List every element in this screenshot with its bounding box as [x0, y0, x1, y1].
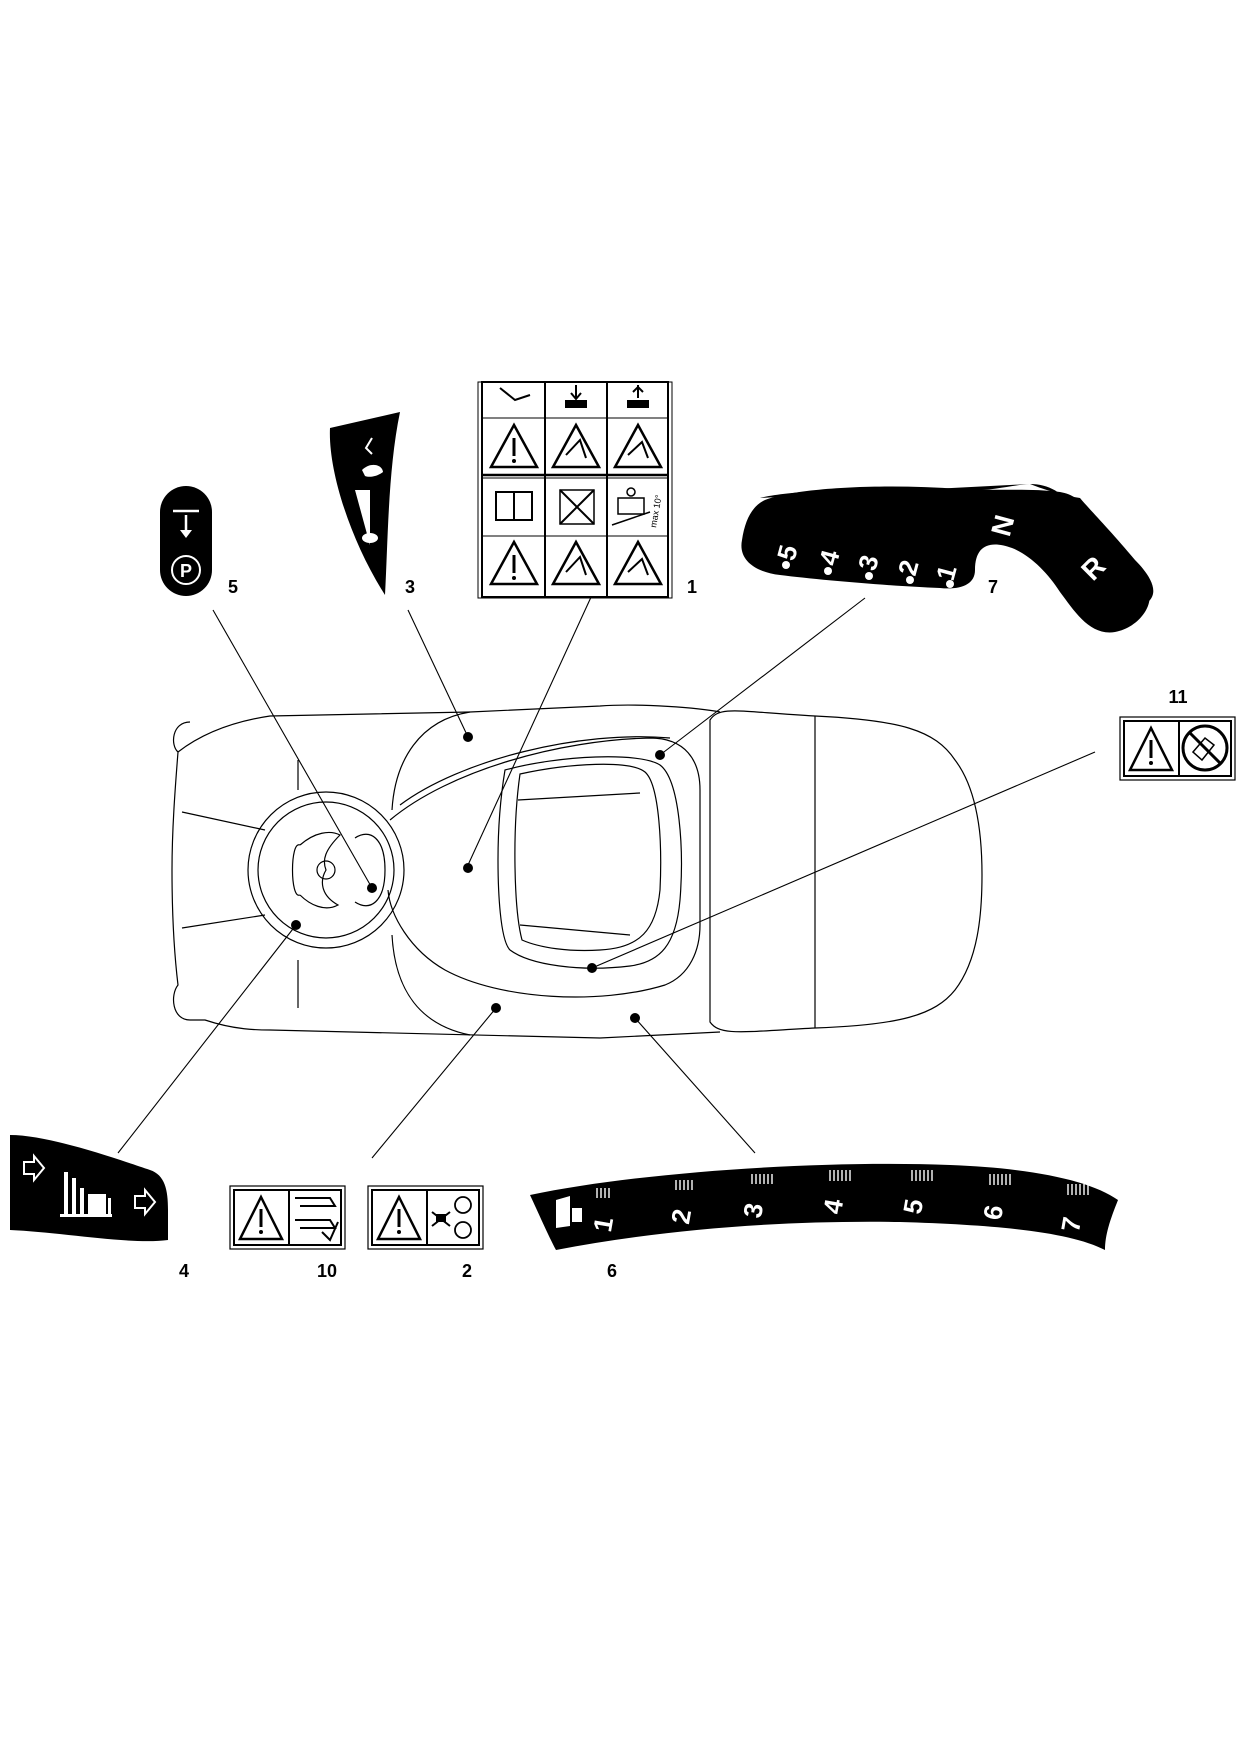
- callout-7: 7: [988, 577, 998, 597]
- decal-10-warning: [229, 1185, 346, 1250]
- decal-7-gear-selector: 5 4 3 2 1 N R: [741, 484, 1154, 633]
- callout-11: 11: [1168, 687, 1187, 707]
- callout-3: 3: [405, 577, 415, 597]
- turtle-icon: [362, 533, 378, 543]
- callout-4: 4: [179, 1261, 189, 1281]
- decal-11-warning: [1119, 716, 1236, 781]
- height-3-label: 3: [737, 1201, 769, 1220]
- callout-5: 5: [228, 577, 238, 597]
- callout-6: 6: [607, 1261, 617, 1281]
- callout-numbers: 5 3 1 7 11 4 10 2 6: [179, 577, 1188, 1281]
- height-1-label: 1: [587, 1215, 619, 1234]
- leader-lines: [117, 594, 1096, 1159]
- height-ticks: [596, 1170, 1089, 1198]
- height-labels: 1 2 3 4 5 6 7: [587, 1196, 1087, 1234]
- callout-1: 1: [687, 577, 697, 597]
- tractor-outline: [171, 704, 983, 1039]
- height-5-label: 5: [897, 1197, 929, 1216]
- decal-4-mower-engage: [10, 1135, 168, 1242]
- parking-p-icon: P: [180, 561, 192, 581]
- callout-2: 2: [462, 1261, 472, 1281]
- callout-10: 10: [317, 1261, 337, 1281]
- decal-2-warning: [367, 1185, 484, 1250]
- height-4-label: 4: [817, 1196, 849, 1216]
- height-2-label: 2: [665, 1207, 697, 1226]
- decal-3-throttle: [329, 412, 400, 595]
- height-7-label: 7: [1055, 1215, 1087, 1234]
- decal-6-cutting-height: 1 2 3 4 5 6 7: [530, 1163, 1118, 1250]
- rabbit-icon: [362, 464, 383, 477]
- decal-5-parking-brake: P: [160, 486, 212, 596]
- decal-1-safety-panel: max 10°: [477, 381, 673, 599]
- height-6-label: 6: [977, 1203, 1009, 1222]
